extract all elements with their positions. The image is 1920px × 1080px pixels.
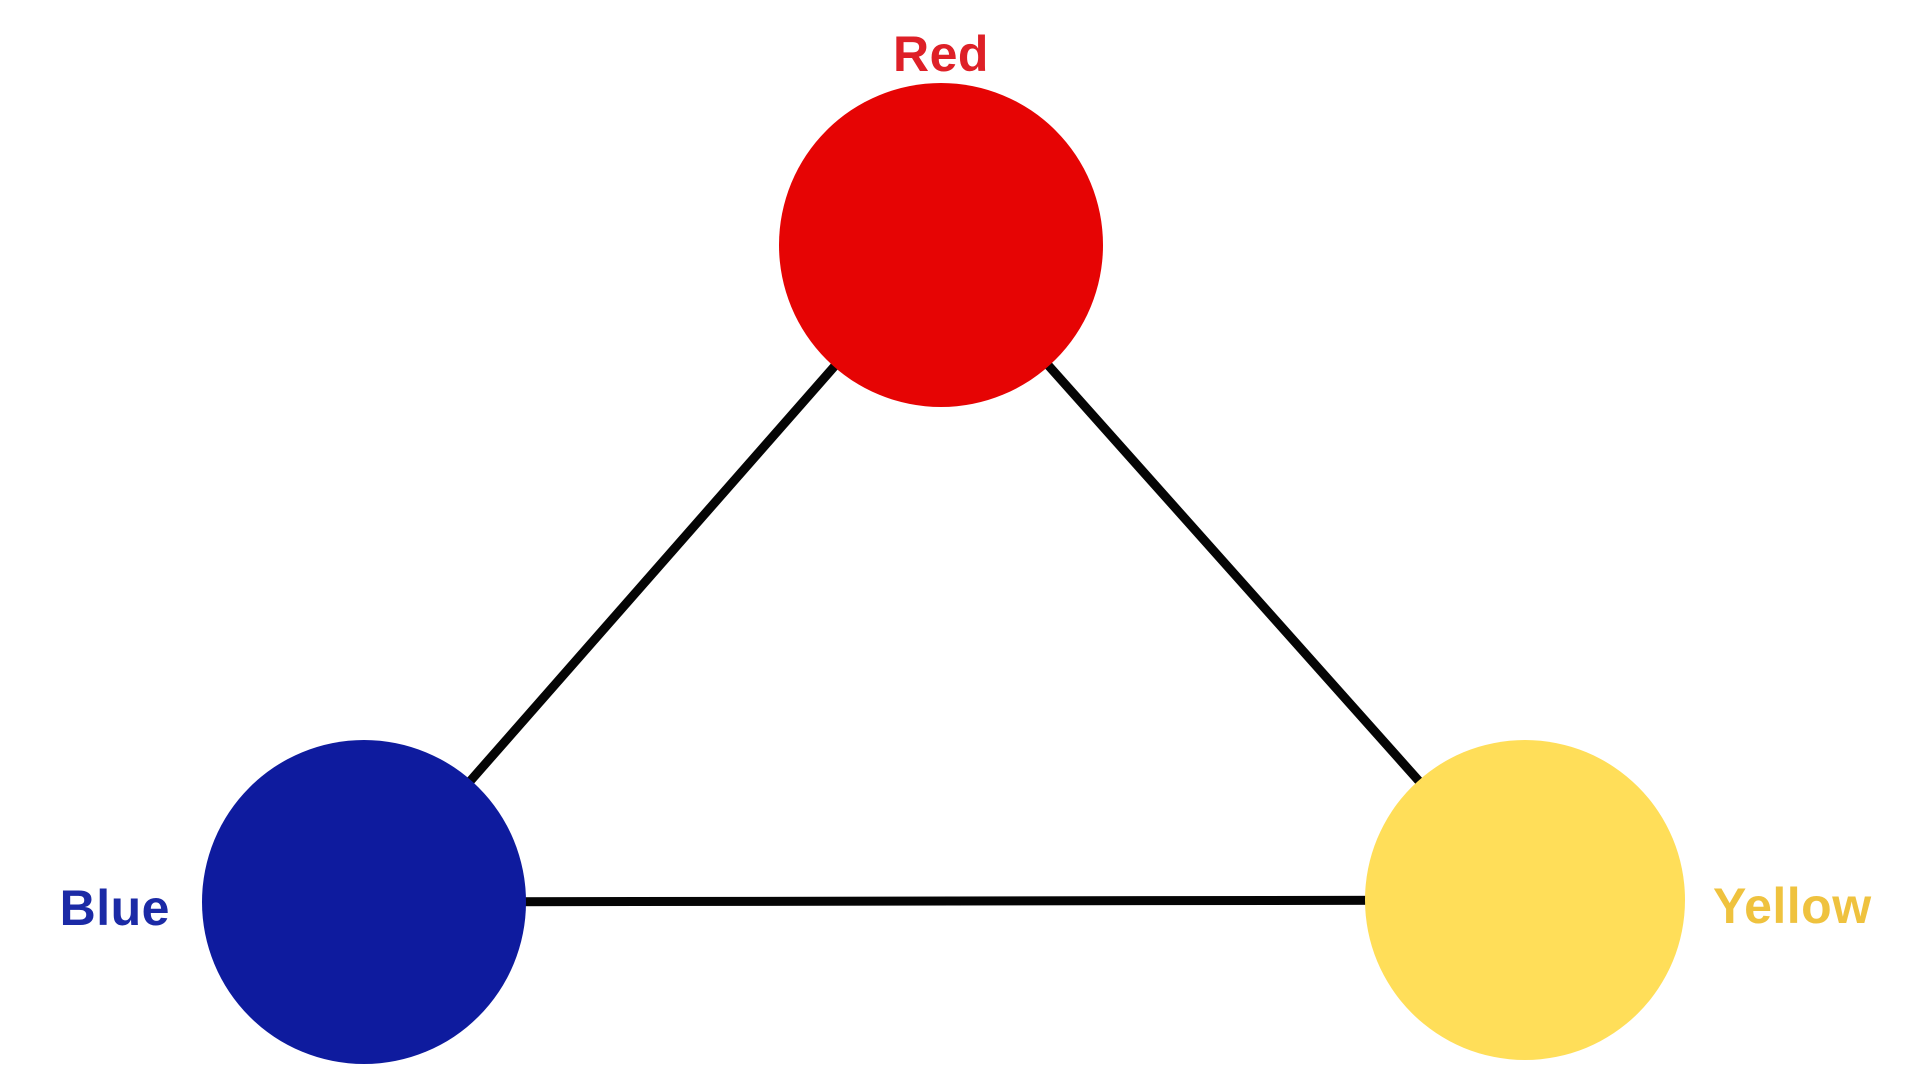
red-circle (779, 83, 1103, 407)
edge-blue-yellow (363, 895, 1526, 907)
yellow-label: Yellow (1713, 878, 1872, 934)
yellow-circle (1365, 740, 1685, 1060)
blue-circle (202, 740, 526, 1064)
red-label: Red (893, 26, 989, 82)
blue-label: Blue (59, 880, 170, 936)
